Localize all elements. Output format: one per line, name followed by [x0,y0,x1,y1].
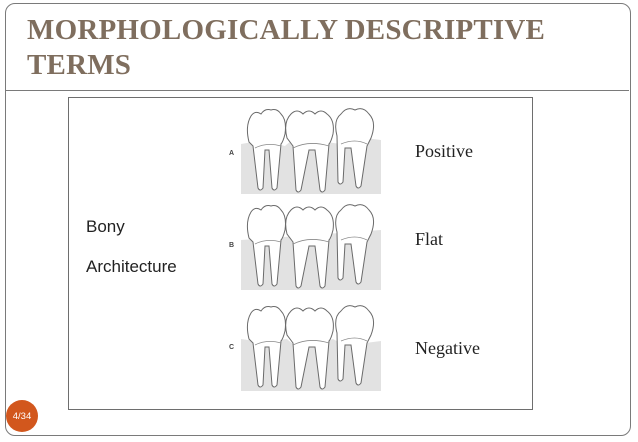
first-molar-tooth [285,206,334,289]
panel-letter-c: C [229,344,235,351]
teeth-diagram-positive [241,108,381,194]
slide-title: MORPHOLOGICALLY DESCRIPTIVE TERMS [27,14,546,81]
premolar-tooth [246,109,286,191]
first-molar-tooth [285,110,334,193]
first-molar-tooth [285,307,334,390]
second-molar-tooth [335,108,375,189]
teeth-diagram-negative [241,305,381,391]
second-molar-tooth [335,305,375,386]
panel-letter-b: B [229,242,235,249]
page-number-badge: 4/34 [6,400,38,432]
second-molar-tooth [335,204,375,285]
term-positive: Positive [415,141,474,161]
premolar-tooth [246,205,286,287]
left-label-bony: Bony [86,217,125,236]
premolar-tooth [246,306,286,388]
title-divider [6,90,629,91]
term-negative: Negative [415,338,480,358]
bony-architecture-figure: Bony Architecture A B C Positive Flat Ne… [68,97,533,410]
panel-letter-a: A [229,150,235,157]
left-label-architecture: Architecture [86,257,177,276]
term-flat: Flat [415,229,444,249]
teeth-diagram-flat [241,204,381,290]
